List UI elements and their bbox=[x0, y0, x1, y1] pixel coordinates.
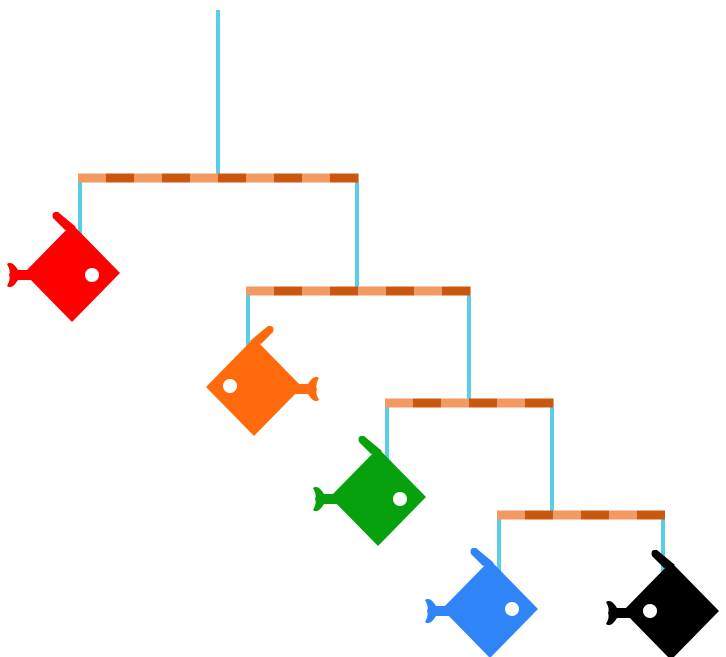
rod-segment bbox=[413, 399, 441, 408]
fish-blue-icon bbox=[425, 548, 538, 657]
rod-1 bbox=[78, 174, 359, 183]
rod-segment bbox=[581, 511, 609, 520]
rod-segment bbox=[525, 511, 553, 520]
fish-eye bbox=[393, 492, 407, 506]
rod-segment bbox=[442, 287, 470, 296]
fish-eye bbox=[505, 602, 519, 616]
fish-eye bbox=[223, 379, 237, 393]
rod-segment bbox=[274, 174, 302, 183]
fish-eye bbox=[85, 268, 99, 282]
rod-3 bbox=[385, 399, 554, 408]
rod-2 bbox=[246, 287, 471, 296]
rod-segment bbox=[386, 287, 414, 296]
rod-4 bbox=[497, 511, 665, 520]
rod-segment bbox=[330, 287, 358, 296]
rod-segment bbox=[330, 174, 358, 183]
rod-segment bbox=[162, 174, 190, 183]
fish-orange-icon bbox=[206, 326, 319, 436]
fish-black-icon bbox=[606, 550, 719, 657]
rod-segment bbox=[525, 399, 553, 408]
rod-segment bbox=[274, 287, 302, 296]
rod-segment bbox=[637, 511, 665, 520]
rod-segment bbox=[106, 174, 134, 183]
rod-segment bbox=[218, 174, 246, 183]
fish-eye bbox=[643, 604, 657, 618]
fish-green-icon bbox=[313, 436, 426, 546]
rod-segment bbox=[469, 399, 497, 408]
fish-red-icon bbox=[7, 212, 120, 322]
